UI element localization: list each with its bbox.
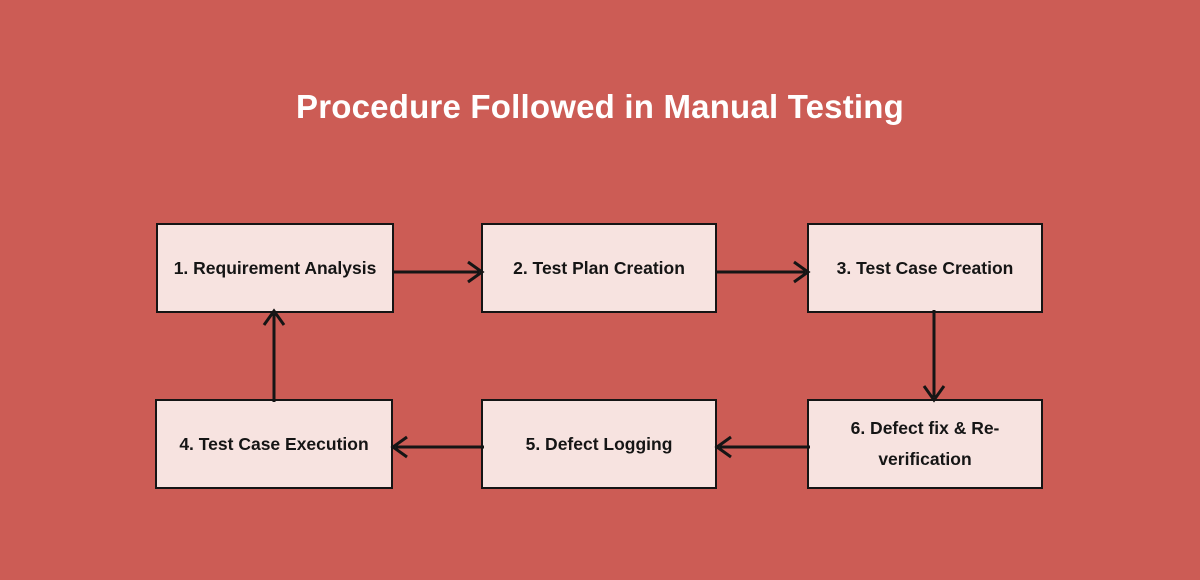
arrow-down-icon-3-to-6: [922, 310, 946, 403]
flow-node-test-case-execution[interactable]: 4. Test Case Execution: [155, 399, 393, 489]
flow-node-test-case-creation[interactable]: 3. Test Case Creation: [807, 223, 1043, 313]
arrow-left-icon-5-to-4: [390, 435, 484, 459]
flow-node-label: 3. Test Case Creation: [836, 257, 1014, 278]
flow-node-label: 2. Test Plan Creation: [513, 257, 685, 278]
flow-node-defect-logging[interactable]: 5. Defect Logging: [481, 399, 717, 489]
flow-node-test-plan-creation[interactable]: 2. Test Plan Creation: [481, 223, 717, 313]
arrow-up-icon-4-to-1: [262, 308, 286, 402]
flow-node-label: 5. Defect Logging: [525, 433, 673, 454]
flow-node-defect-fix-reverification[interactable]: 6. Defect fix & Re-verification: [807, 399, 1043, 489]
flow-node-requirement-analysis[interactable]: 1. Requirement Analysis: [156, 223, 394, 313]
flow-node-label: 1. Requirement Analysis: [173, 257, 377, 278]
flow-node-label: 6. Defect fix & Re-verification: [850, 418, 1000, 469]
arrow-right-icon-2-to-3: [715, 260, 811, 284]
flow-node-label: 4. Test Case Execution: [179, 433, 369, 454]
arrow-left-icon-6-to-5: [714, 435, 810, 459]
page-title: Procedure Followed in Manual Testing: [296, 88, 904, 125]
arrow-right-icon-1-to-2: [392, 260, 485, 284]
